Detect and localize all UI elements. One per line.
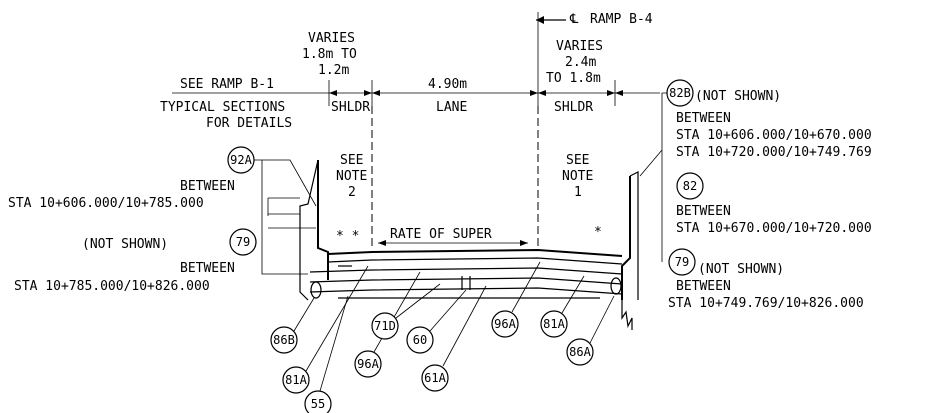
see-ramp-b1-label: SEE RAMP B-1 [180,77,274,92]
right-barrier-outer [629,171,639,300]
callout-55: 55 [304,295,349,413]
callout-86a-text: 86A [569,345,591,359]
callout-60: 60 [406,289,467,354]
varies-left-range2: 1.2m [318,63,349,78]
see-note-left-line2: NOTE [336,169,367,184]
left-barrier-outer [299,159,319,301]
shldr-left-label: SHLDR [331,100,370,115]
varies-right-title: VARIES [556,39,603,54]
dimension-line [172,12,660,106]
right-between-2: BETWEEN [676,204,731,219]
callout-81a-right: 81A [540,275,585,338]
callout-92a-text: 92A [230,153,252,167]
see-note-left-line1: SEE [340,153,363,168]
callout-96a-right: 96A [491,261,541,338]
see-note-right-line1: SEE [566,153,589,168]
left-drain-icon [310,281,322,299]
callout-71d-text: 71D [374,319,396,333]
shldr-right-label: SHLDR [554,100,593,115]
callout-82b-text: 82B [669,86,691,100]
callout-96a-left-text: 96A [357,357,379,371]
see-note-2: SEE NOTE 2 [336,153,367,200]
asterisks-left: * * [336,229,359,244]
right-between-1: BETWEEN [676,111,731,126]
rate-arrow-left-icon [378,240,386,246]
left-not-shown: (NOT SHOWN) [82,237,168,252]
left-between-1: BETWEEN [180,179,235,194]
callout-79-left-text: 79 [236,235,250,249]
right-not-shown-1: (NOT SHOWN) [695,89,781,104]
left-between-2: BETWEEN [180,261,235,276]
pavement-layer3 [309,277,623,285]
varies-left-range1: 1.8m TO [302,47,357,62]
callout-96a-left: 96A [354,271,421,378]
pavement-layer1 [327,257,623,265]
callout-79-left: 79 [229,228,257,256]
right-sta-1a: STA 10+606.000/10+670.000 [676,128,872,143]
callout-79-right: 79 [668,248,696,276]
callout-92a: 92A [227,146,317,275]
callout-86b-text: 86B [273,333,295,347]
varies-left-label: VARIES 1.8m TO 1.2m [302,31,357,78]
varies-right-range2: TO 1.8m [546,71,601,86]
varies-right-range1: 2.4m [565,55,596,70]
left-sta-2: STA 10+785.000/10+826.000 [14,279,210,294]
callout-79-right-text: 79 [675,255,689,269]
right-sta-3: STA 10+749.769/10+826.000 [668,296,864,311]
rate-of-super-label: RATE OF SUPER [390,227,492,242]
callout-82b: 82B [639,79,694,177]
callout-82: 82 [661,150,704,262]
cl-symbol: ℄ [569,12,579,27]
ramp-b4-label: RAMP B-4 [590,12,653,27]
pavement-layer4 [309,287,623,295]
left-barrier-inner [317,160,329,280]
callout-96a-right-text: 96A [494,317,516,331]
pavement-layer2 [309,267,623,275]
right-sta-1b: STA 10+720.000/10+749.769 [676,145,872,160]
varies-right-label: VARIES 2.4m TO 1.8m [546,39,603,86]
roadway-section [267,159,639,330]
callout-81a-left: 81A [282,265,369,394]
for-details-label: FOR DETAILS [206,116,292,131]
see-note-right-line3: 1 [574,185,582,200]
callout-86b: 86B [270,297,315,354]
right-sta-2: STA 10+670.000/10+720.000 [676,221,872,236]
ramp-b4-marker: ℄ RAMP B-4 [536,12,653,27]
callout-81a-right-text: 81A [543,317,565,331]
callout-81a-left-text: 81A [285,373,307,387]
see-note-right-line2: NOTE [562,169,593,184]
right-not-shown-2: (NOT SHOWN) [698,262,784,277]
right-barrier-inner [621,176,631,300]
pavement-surface [327,248,623,257]
lane-width-label: 4.90m [428,77,467,92]
callout-61a: 61A [421,285,487,392]
right-drain-icon [610,277,622,295]
pointer-arrow-icon [536,16,544,24]
callout-61a-text: 61A [424,371,446,385]
right-between-3: BETWEEN [676,279,731,294]
callout-86a: 86A [566,295,615,366]
see-note-1: SEE NOTE 1 [562,153,593,200]
see-note-left-line3: 2 [348,185,356,200]
left-sta-1: STA 10+606.000/10+785.000 [8,196,204,211]
callout-71d: 71D [371,283,441,340]
typical-sections-label: TYPICAL SECTIONS [160,100,285,115]
callout-55-text: 55 [311,397,325,411]
asterisk-right: * [594,225,602,240]
varies-left-title: VARIES [308,31,355,46]
rate-arrow-right-icon [520,240,528,246]
callout-60-text: 60 [413,333,427,347]
callout-82-text: 82 [683,179,697,193]
lane-label: LANE [436,100,467,115]
